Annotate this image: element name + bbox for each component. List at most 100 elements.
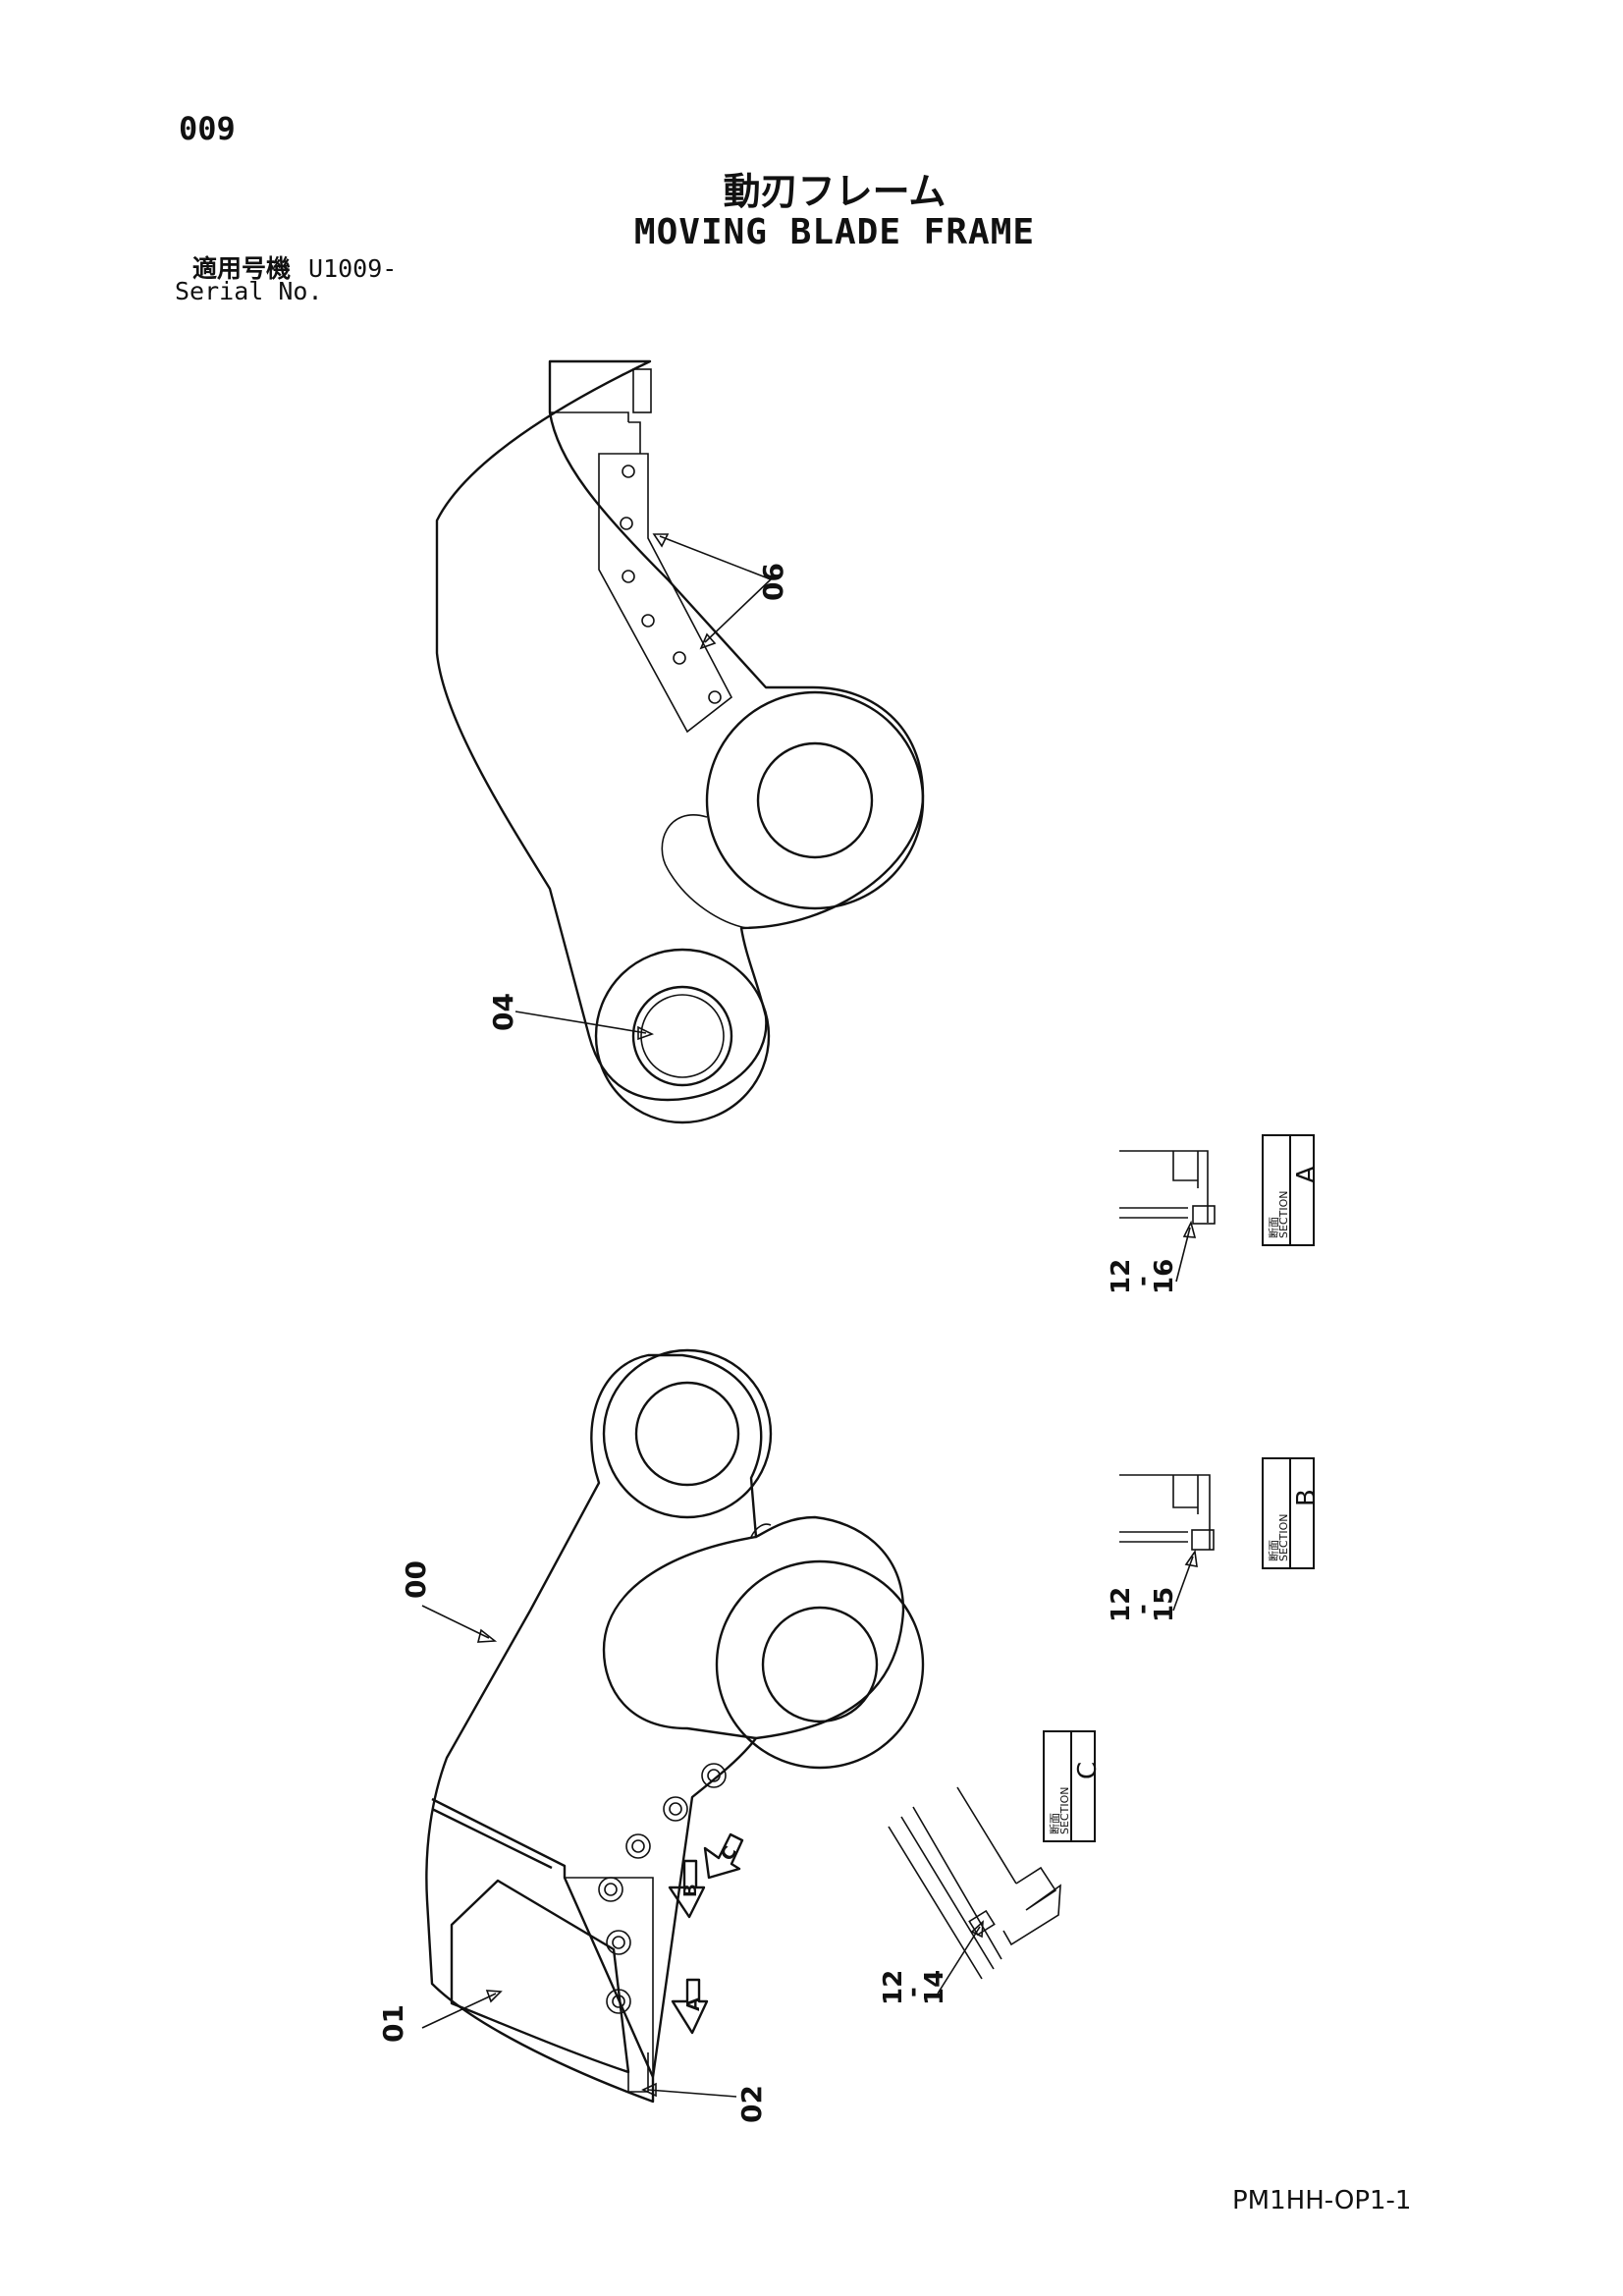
- arrow-head: [970, 1920, 984, 1939]
- arrow-head: [637, 1025, 655, 1041]
- callout-section-a-dash: -: [1128, 1276, 1158, 1286]
- section-a-detail: [1119, 1150, 1216, 1283]
- callout-section-b-part: 15: [1150, 1587, 1179, 1622]
- bushing-inner: [640, 994, 725, 1078]
- section-c-lines: [888, 1786, 1061, 1980]
- arrow-head: [641, 2082, 657, 2098]
- callout-section-c-dash: -: [898, 1987, 928, 1997]
- bolt-hole: [701, 1763, 727, 1788]
- liner-outline-upper: [598, 453, 733, 734]
- leader-14: [937, 1926, 981, 1995]
- section-tag-b-letter: B: [1292, 1489, 1322, 1506]
- bolt-hole: [620, 517, 633, 530]
- section-marker-a: A: [683, 1997, 704, 2011]
- section-marker-c: C: [717, 1843, 741, 1865]
- arrow-head: [652, 533, 670, 548]
- section-tag-b: 断面 SECTION B: [1262, 1457, 1322, 1569]
- serial-label-en: Serial No.: [175, 277, 323, 305]
- plate-02: [627, 2052, 649, 2093]
- callout-04: 04: [487, 993, 519, 1031]
- frame-outline-lower: [425, 1353, 905, 2104]
- leaders-upper: [514, 533, 772, 1041]
- callout-section-c-ref: 12: [879, 1970, 908, 2005]
- rear-bore-lower: [634, 1381, 740, 1487]
- leader-00: [421, 1605, 490, 1639]
- callout-06: 06: [757, 563, 789, 601]
- arrow-head: [1182, 1220, 1197, 1238]
- bolt-16: [1192, 1205, 1216, 1225]
- plate-01-face: [450, 1879, 630, 2074]
- arrow-head: [476, 1628, 498, 1643]
- callout-section-b-ref: 12: [1107, 1587, 1136, 1622]
- bolt-hole: [625, 1833, 651, 1859]
- bolt-hole: [663, 1796, 688, 1822]
- bolt-hole: [641, 614, 655, 628]
- serial-label-ja: 適用号機: [192, 254, 292, 283]
- main-pivot-boss-lower: [715, 1559, 925, 1770]
- section-b-lines: [1119, 1474, 1211, 1550]
- section-arrow-b: [668, 1859, 706, 1919]
- leaders-lower: [421, 1605, 737, 2098]
- frame-view-lower: [425, 1348, 925, 2104]
- callout-02: 02: [735, 2085, 768, 2123]
- serial-number: U1009-: [308, 254, 398, 283]
- section-tag-c: 断面 SECTION C: [1043, 1730, 1103, 1842]
- section-a-lines: [1119, 1150, 1209, 1223]
- liner-end-block: [632, 368, 652, 413]
- serial-block: 適用号機 U1009- Serial No.: [175, 254, 398, 305]
- bolt-15: [1191, 1529, 1215, 1551]
- plate-01-rib: [565, 1877, 654, 2077]
- bolt-hole: [708, 690, 722, 704]
- section-tag-c-divider: [1070, 1732, 1072, 1840]
- arrow-head: [1184, 1549, 1198, 1567]
- arrow-head: [485, 1990, 503, 2003]
- main-pivot-bore-upper: [756, 741, 874, 859]
- main-pivot-boss-upper: [705, 690, 925, 910]
- liner-inner-line: [550, 411, 641, 454]
- title-english: MOVING BLADE FRAME: [633, 212, 1036, 252]
- leader-04: [514, 1011, 647, 1034]
- callout-section-a-ref: 12: [1107, 1259, 1136, 1294]
- frame-view-upper: [435, 359, 925, 1124]
- page-number: 009: [179, 110, 236, 147]
- section-arrow-c: [703, 1832, 744, 1880]
- callout-section-c-part: 14: [920, 1970, 949, 2005]
- liner-bolt-holes: [620, 465, 722, 704]
- callout-00: 00: [400, 1560, 432, 1599]
- callout-section-a-part: 16: [1150, 1259, 1179, 1294]
- section-tag-c-letter: C: [1073, 1761, 1103, 1779]
- callout-section-b-dash: -: [1128, 1604, 1158, 1614]
- rear-boss-upper: [594, 948, 771, 1124]
- frame-bolt-holes: [598, 1763, 727, 2014]
- bolt-14: [968, 1909, 996, 1937]
- section-b-detail: [1119, 1474, 1215, 1612]
- main-pivot-bore-lower: [761, 1606, 879, 1723]
- leader-01: [421, 1993, 497, 2029]
- rear-boss-lower: [602, 1348, 773, 1519]
- bushing-outer: [631, 985, 733, 1087]
- boss-fillet-upper: [661, 814, 747, 929]
- bolt-hole: [606, 1930, 631, 1955]
- callout-01: 01: [377, 2004, 409, 2043]
- section-c-detail: [888, 1786, 1061, 1995]
- frame-outline-upper: [435, 359, 925, 1102]
- leader-06-a: [659, 535, 772, 580]
- plate-01-outline: [431, 1797, 655, 2078]
- section-marker-b: B: [680, 1884, 701, 1897]
- document-code: PM1HH-OP1-1: [1232, 2186, 1412, 2215]
- bolt-hole: [622, 465, 635, 478]
- frame-inner-face: [602, 1535, 757, 1740]
- leader-02: [647, 2089, 737, 2098]
- title-japanese: 動刃フレーム: [723, 170, 947, 213]
- leader-06-b: [704, 578, 772, 643]
- section-tag-a: 断面 SECTION A: [1262, 1134, 1322, 1246]
- bolt-hole: [606, 1989, 631, 2014]
- section-tag-a-divider: [1289, 1136, 1291, 1244]
- arrow-head: [699, 632, 717, 650]
- section-tag-b-divider: [1289, 1459, 1291, 1567]
- section-tag-a-letter: A: [1292, 1166, 1322, 1183]
- bolt-hole: [598, 1877, 623, 1902]
- boss-fillet-lower: [750, 1523, 772, 1538]
- section-arrow-a: [671, 1978, 709, 2035]
